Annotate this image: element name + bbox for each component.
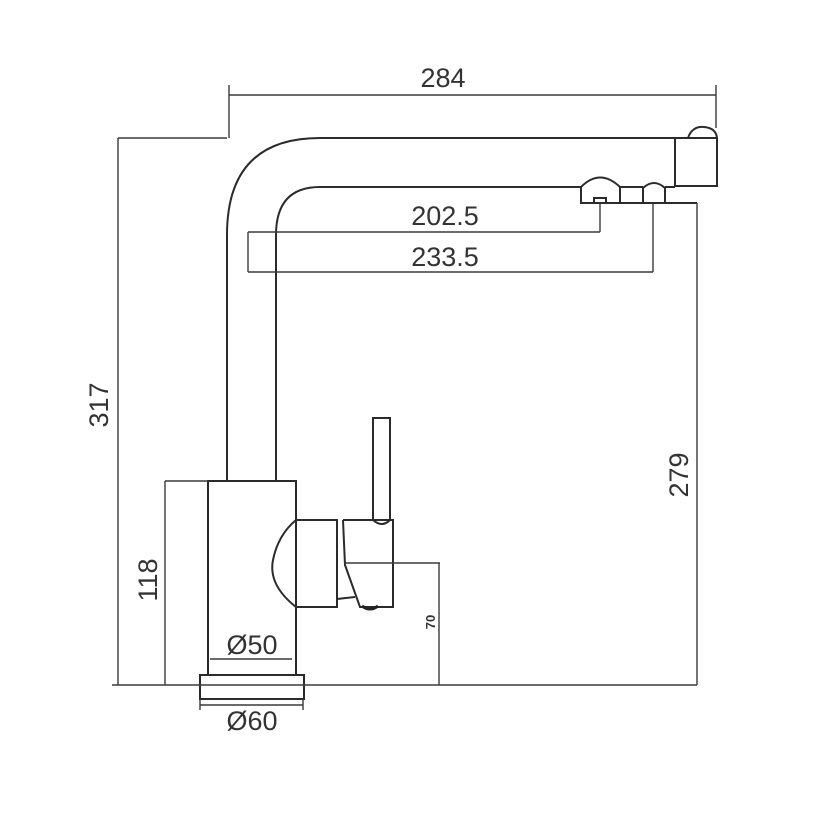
dim-base-diameter: Ø60 <box>226 706 277 736</box>
dim-body-diameter: Ø50 <box>226 630 277 660</box>
handle-gap <box>336 596 356 600</box>
spout-head-cap <box>687 125 718 139</box>
spray-outlet <box>580 176 621 204</box>
dimension-lines <box>112 85 717 710</box>
dim-overall-reach: 284 <box>420 63 465 93</box>
base-ring <box>199 674 305 700</box>
dim-spray-reach: 202.5 <box>411 201 479 231</box>
dim-handle-height: 70 <box>423 615 438 629</box>
handle-cap-detail <box>361 604 379 611</box>
dim-main-reach: 233.5 <box>411 242 479 272</box>
spout-inner <box>275 186 581 481</box>
spout-outer <box>226 137 675 481</box>
lever <box>372 417 391 525</box>
spout-head <box>674 137 718 187</box>
main-outlet <box>642 182 666 203</box>
outlet-base-line <box>581 186 697 204</box>
cartridge-housing <box>271 519 338 608</box>
dim-overall-height: 317 <box>84 382 114 427</box>
dim-outlet-height: 279 <box>664 452 694 497</box>
dim-body-height: 118 <box>133 558 163 601</box>
